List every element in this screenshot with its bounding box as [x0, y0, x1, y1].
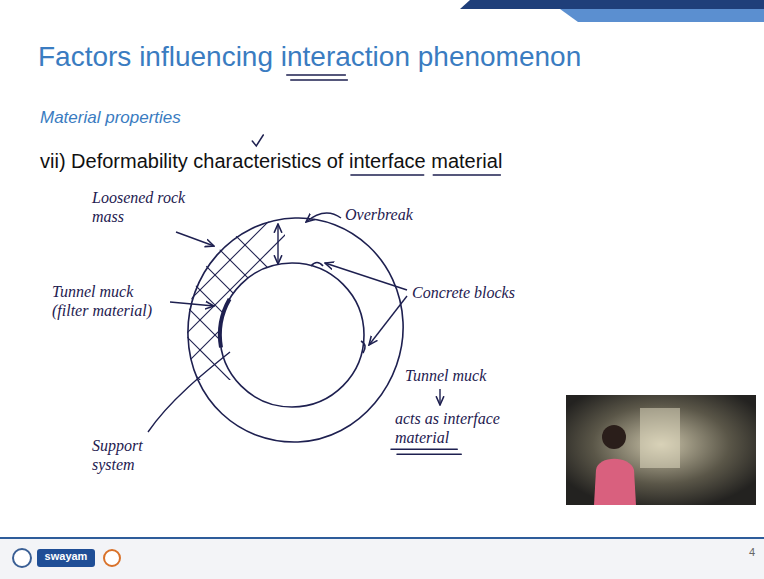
- hatch-line: [150, 200, 260, 310]
- overbreak-dimension: [277, 224, 278, 264]
- hatch-line: [150, 200, 230, 280]
- leader-line: [148, 352, 230, 432]
- lining-outline: [220, 263, 364, 407]
- concrete-block: [361, 341, 365, 353]
- hatch-line: [150, 240, 290, 380]
- header-band: [460, 0, 764, 9]
- hand-note: Concrete blocks: [412, 283, 542, 302]
- hand-note: Tunnel muck (filter material): [52, 282, 170, 320]
- leader-arrow: [306, 213, 341, 222]
- footer-rule: [0, 537, 764, 539]
- hand-underline: [252, 135, 263, 146]
- leader-arrow: [325, 263, 407, 290]
- partner-logo: [104, 550, 120, 566]
- hand-note: Tunnel muck: [405, 366, 525, 385]
- hand-underline: [397, 453, 461, 455]
- hand-underline: [391, 448, 457, 450]
- institute-logo: [13, 549, 31, 567]
- hand-note: acts as interface material: [395, 409, 523, 447]
- excavation-outline: [188, 218, 403, 442]
- hand-underline: [287, 74, 346, 76]
- leader-arrow: [439, 389, 440, 405]
- concrete-block: [311, 263, 323, 267]
- tunnel-light: [640, 408, 680, 468]
- hatch-line: [150, 270, 270, 390]
- leader-arrow: [176, 232, 214, 246]
- hand-underline: [433, 174, 500, 176]
- hatch-line: [150, 210, 290, 350]
- hand-note: Overbreak: [345, 205, 435, 224]
- logo-text: swayam: [37, 550, 95, 563]
- slide-title: Factors influencing interaction phenomen…: [38, 40, 728, 74]
- support-arc: [220, 299, 230, 348]
- hand-note: Support system: [92, 436, 167, 474]
- hand-underline: [351, 174, 424, 176]
- hatch-line: [150, 330, 210, 390]
- hand-underline: [291, 79, 348, 81]
- hatch-line: [150, 300, 240, 390]
- leader-arrow: [369, 296, 407, 345]
- leader-arrow: [170, 302, 214, 306]
- header-band: [560, 9, 764, 22]
- factor-heading: vii) Deformability characteristics of in…: [40, 149, 660, 173]
- hatch-line: [170, 170, 290, 290]
- footer-band: [0, 538, 764, 579]
- swayam-logo: [37, 549, 95, 567]
- video-inset: [566, 395, 756, 505]
- presenter-head: [602, 425, 626, 449]
- hatch-line: [160, 260, 290, 390]
- hand-note: Loosened rock mass: [92, 188, 190, 226]
- presenter-body: [594, 459, 636, 505]
- section-subtitle: Material properties: [40, 108, 340, 128]
- page-number: 4: [735, 546, 755, 559]
